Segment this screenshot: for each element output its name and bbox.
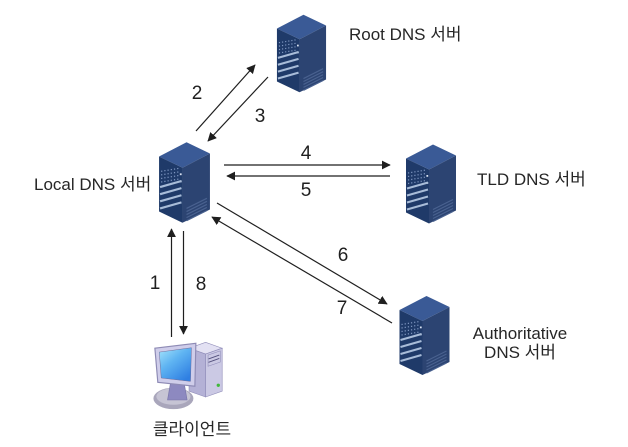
arrow-label-2: 2	[191, 83, 203, 104]
authoritative-label-line1: Authoritative	[472, 324, 568, 343]
root-dns-server-label: Root DNS 서버	[349, 25, 462, 44]
node-client	[150, 340, 230, 413]
node-local-dns-server	[156, 139, 213, 225]
node-authoritative-dns-server	[396, 293, 453, 377]
client-label: 클라이언트	[152, 420, 232, 439]
arrow-label-1: 1	[149, 273, 161, 294]
arrow-2-line	[195, 64, 256, 132]
authoritative-label-line2: DNS 서버	[484, 343, 556, 362]
arrow-label-6: 6	[337, 245, 349, 266]
server-icon	[403, 141, 459, 226]
arrow-label-8: 8	[195, 274, 207, 295]
server-icon	[396, 293, 453, 377]
node-root-dns-server	[274, 10, 329, 96]
arrow-label-3: 3	[254, 106, 266, 127]
arrow-label-7: 7	[336, 298, 348, 319]
server-icon	[274, 10, 329, 96]
arrow-label-5: 5	[300, 180, 312, 201]
client-computer-icon	[150, 340, 230, 413]
tld-dns-server-label: TLD DNS 서버	[477, 170, 586, 189]
local-dns-server-label: Local DNS 서버	[34, 175, 152, 194]
authoritative-dns-server-label: Authoritative DNS 서버	[464, 324, 576, 362]
arrow-7-line	[211, 216, 393, 324]
arrow-6-line	[216, 202, 388, 305]
arrow-label-4: 4	[300, 143, 312, 164]
server-icon	[156, 139, 213, 225]
node-tld-dns-server	[403, 141, 459, 226]
